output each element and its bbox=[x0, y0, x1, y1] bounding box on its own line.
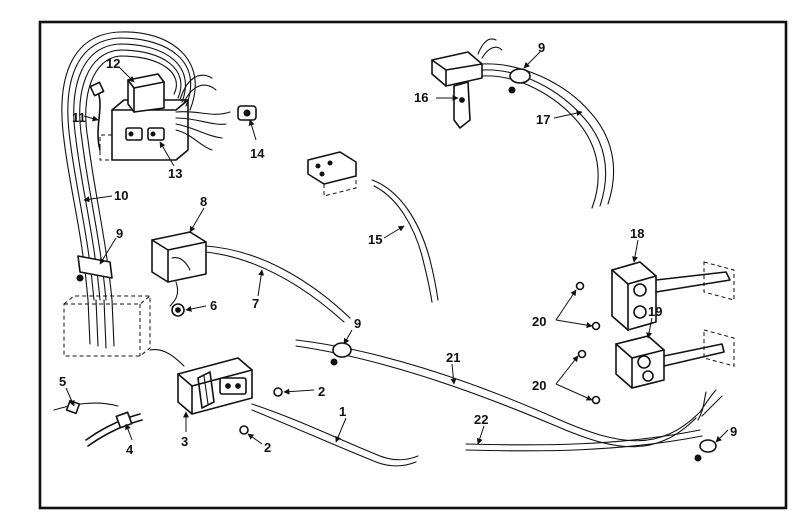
callout-22: 22 bbox=[474, 412, 488, 427]
part-7-wire bbox=[169, 245, 351, 323]
part-20-screws bbox=[575, 281, 601, 405]
callout-numbers: 1 2 2 3 4 5 6 7 8 9 9 9 9 10 11 12 13 14… bbox=[59, 40, 737, 457]
callout-18: 18 bbox=[630, 226, 644, 241]
callout-15: 15 bbox=[368, 232, 382, 247]
callout-21: 21 bbox=[446, 350, 460, 365]
part-22-wire bbox=[465, 389, 723, 452]
junction-box-lower-left bbox=[63, 294, 151, 357]
callout-13: 13 bbox=[168, 166, 182, 181]
callout-7: 7 bbox=[252, 296, 259, 311]
part-5-wire-tie bbox=[53, 399, 119, 415]
part-6-connector bbox=[171, 303, 185, 317]
part-9-clip-bottom-right bbox=[694, 439, 717, 462]
callout-16: 16 bbox=[414, 90, 428, 105]
part-1-wire bbox=[251, 403, 419, 467]
callout-2-upper: 2 bbox=[318, 384, 325, 399]
part-9-clip-top bbox=[508, 68, 531, 94]
callout-4: 4 bbox=[126, 442, 134, 457]
wire-bundle-13 bbox=[175, 74, 231, 151]
callout-9-center: 9 bbox=[354, 316, 361, 331]
part-19-receptacle bbox=[615, 329, 735, 389]
plug-block-center bbox=[307, 151, 357, 197]
callout-17: 17 bbox=[536, 112, 550, 127]
part-18-receptacle bbox=[611, 261, 735, 331]
part-9-clip-center bbox=[330, 342, 352, 366]
callout-3: 3 bbox=[181, 434, 188, 449]
callout-1: 1 bbox=[339, 404, 346, 419]
part-16-bracket bbox=[431, 38, 503, 129]
part-17-wire bbox=[481, 63, 615, 209]
part-12-plug bbox=[127, 73, 165, 113]
callout-19: 19 bbox=[648, 304, 662, 319]
callout-5: 5 bbox=[59, 374, 66, 389]
callout-2-lower: 2 bbox=[264, 440, 271, 455]
callout-11: 11 bbox=[72, 110, 86, 125]
callout-9-top: 9 bbox=[538, 40, 545, 55]
callout-9-bottom-right: 9 bbox=[730, 424, 737, 439]
part-15-wire bbox=[371, 179, 439, 303]
callout-14: 14 bbox=[250, 146, 265, 161]
callout-20-upper: 20 bbox=[532, 314, 546, 329]
part-4-wire-clip bbox=[85, 411, 143, 447]
part-13-junction-box bbox=[99, 99, 189, 161]
part-10-wire-harness bbox=[61, 31, 196, 301]
callout-12: 12 bbox=[106, 56, 120, 71]
callout-8: 8 bbox=[200, 194, 207, 209]
callout-20-lower: 20 bbox=[532, 378, 546, 393]
callout-6: 6 bbox=[210, 298, 217, 313]
part-2-screws bbox=[239, 387, 283, 435]
leader-lines bbox=[65, 51, 729, 445]
part-11-wire-clip bbox=[89, 81, 105, 151]
diagram-frame bbox=[38, 20, 788, 510]
part-8-transformer bbox=[151, 231, 207, 283]
part-14-connector bbox=[237, 105, 257, 121]
part-3-switch-module bbox=[149, 348, 253, 415]
callout-10: 10 bbox=[114, 188, 128, 203]
callout-9-left: 9 bbox=[116, 226, 123, 241]
